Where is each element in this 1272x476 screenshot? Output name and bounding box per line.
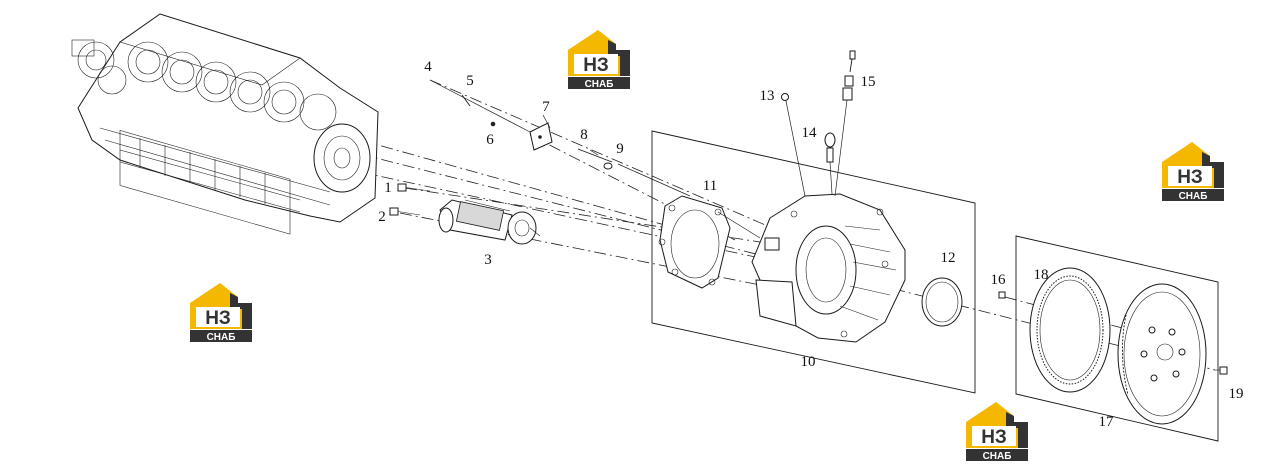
ball-6	[490, 121, 496, 127]
callout-4: 4	[424, 59, 432, 75]
flywheel-panel	[1015, 235, 1219, 442]
bolt-19	[1214, 366, 1228, 375]
rod-8	[577, 148, 613, 163]
cover-plate-7	[529, 122, 553, 151]
callout-11: 11	[703, 178, 717, 194]
starter-motor	[438, 199, 541, 245]
callout-7: 7	[542, 99, 550, 115]
callout-6: 6	[486, 132, 494, 148]
watermark-caption: СНАБ	[983, 451, 1012, 462]
engine-block	[71, 13, 379, 235]
callout-1: 1	[384, 180, 392, 196]
callout-15: 15	[861, 74, 876, 90]
callout-2: 2	[378, 209, 386, 225]
watermark-caption: СНАБ	[1179, 191, 1208, 202]
bolt-2	[389, 207, 421, 216]
callout-8: 8	[580, 127, 588, 143]
watermark-letters: НЗ	[1177, 167, 1203, 188]
watermark-letters: НЗ	[583, 55, 609, 76]
callout-13: 13	[760, 88, 775, 104]
callout-5: 5	[466, 73, 474, 89]
flywheel-housing-10	[751, 193, 906, 343]
eye-bolt-14	[824, 132, 836, 163]
watermark-caption: СНАБ	[585, 79, 614, 90]
bolt-1	[397, 183, 431, 192]
callout-17: 17	[1099, 414, 1115, 430]
bolt-16	[998, 291, 1006, 299]
callout-3: 3	[484, 252, 492, 268]
seal-ring-12	[921, 277, 963, 327]
callout-16: 16	[991, 272, 1007, 288]
watermark-logo: НЗ СНАБ	[966, 402, 1028, 462]
flywheel-17	[1117, 283, 1207, 425]
callout-19: 19	[1229, 386, 1244, 402]
callout-10: 10	[801, 354, 816, 370]
bolt-13	[781, 93, 789, 101]
watermark-logo: НЗ СНАБ	[1162, 142, 1224, 202]
callout-12: 12	[941, 250, 956, 266]
ring-gear-18	[1029, 267, 1111, 393]
callout-14: 14	[802, 125, 818, 141]
dowel-pin-5	[461, 94, 471, 107]
sensor-15	[842, 50, 856, 101]
watermark-logo: НЗ СНАБ	[190, 283, 252, 343]
callout-18: 18	[1034, 267, 1049, 283]
spring-9	[603, 162, 613, 170]
watermark-caption: СНАБ	[207, 332, 236, 343]
callout-9: 9	[616, 141, 624, 157]
watermark-logo: НЗ СНАБ	[568, 30, 630, 90]
watermark-letters: НЗ	[981, 427, 1007, 448]
watermark-letters: НЗ	[205, 308, 231, 329]
gasket-11	[658, 195, 731, 289]
flywheel-housing-panel	[651, 130, 976, 394]
